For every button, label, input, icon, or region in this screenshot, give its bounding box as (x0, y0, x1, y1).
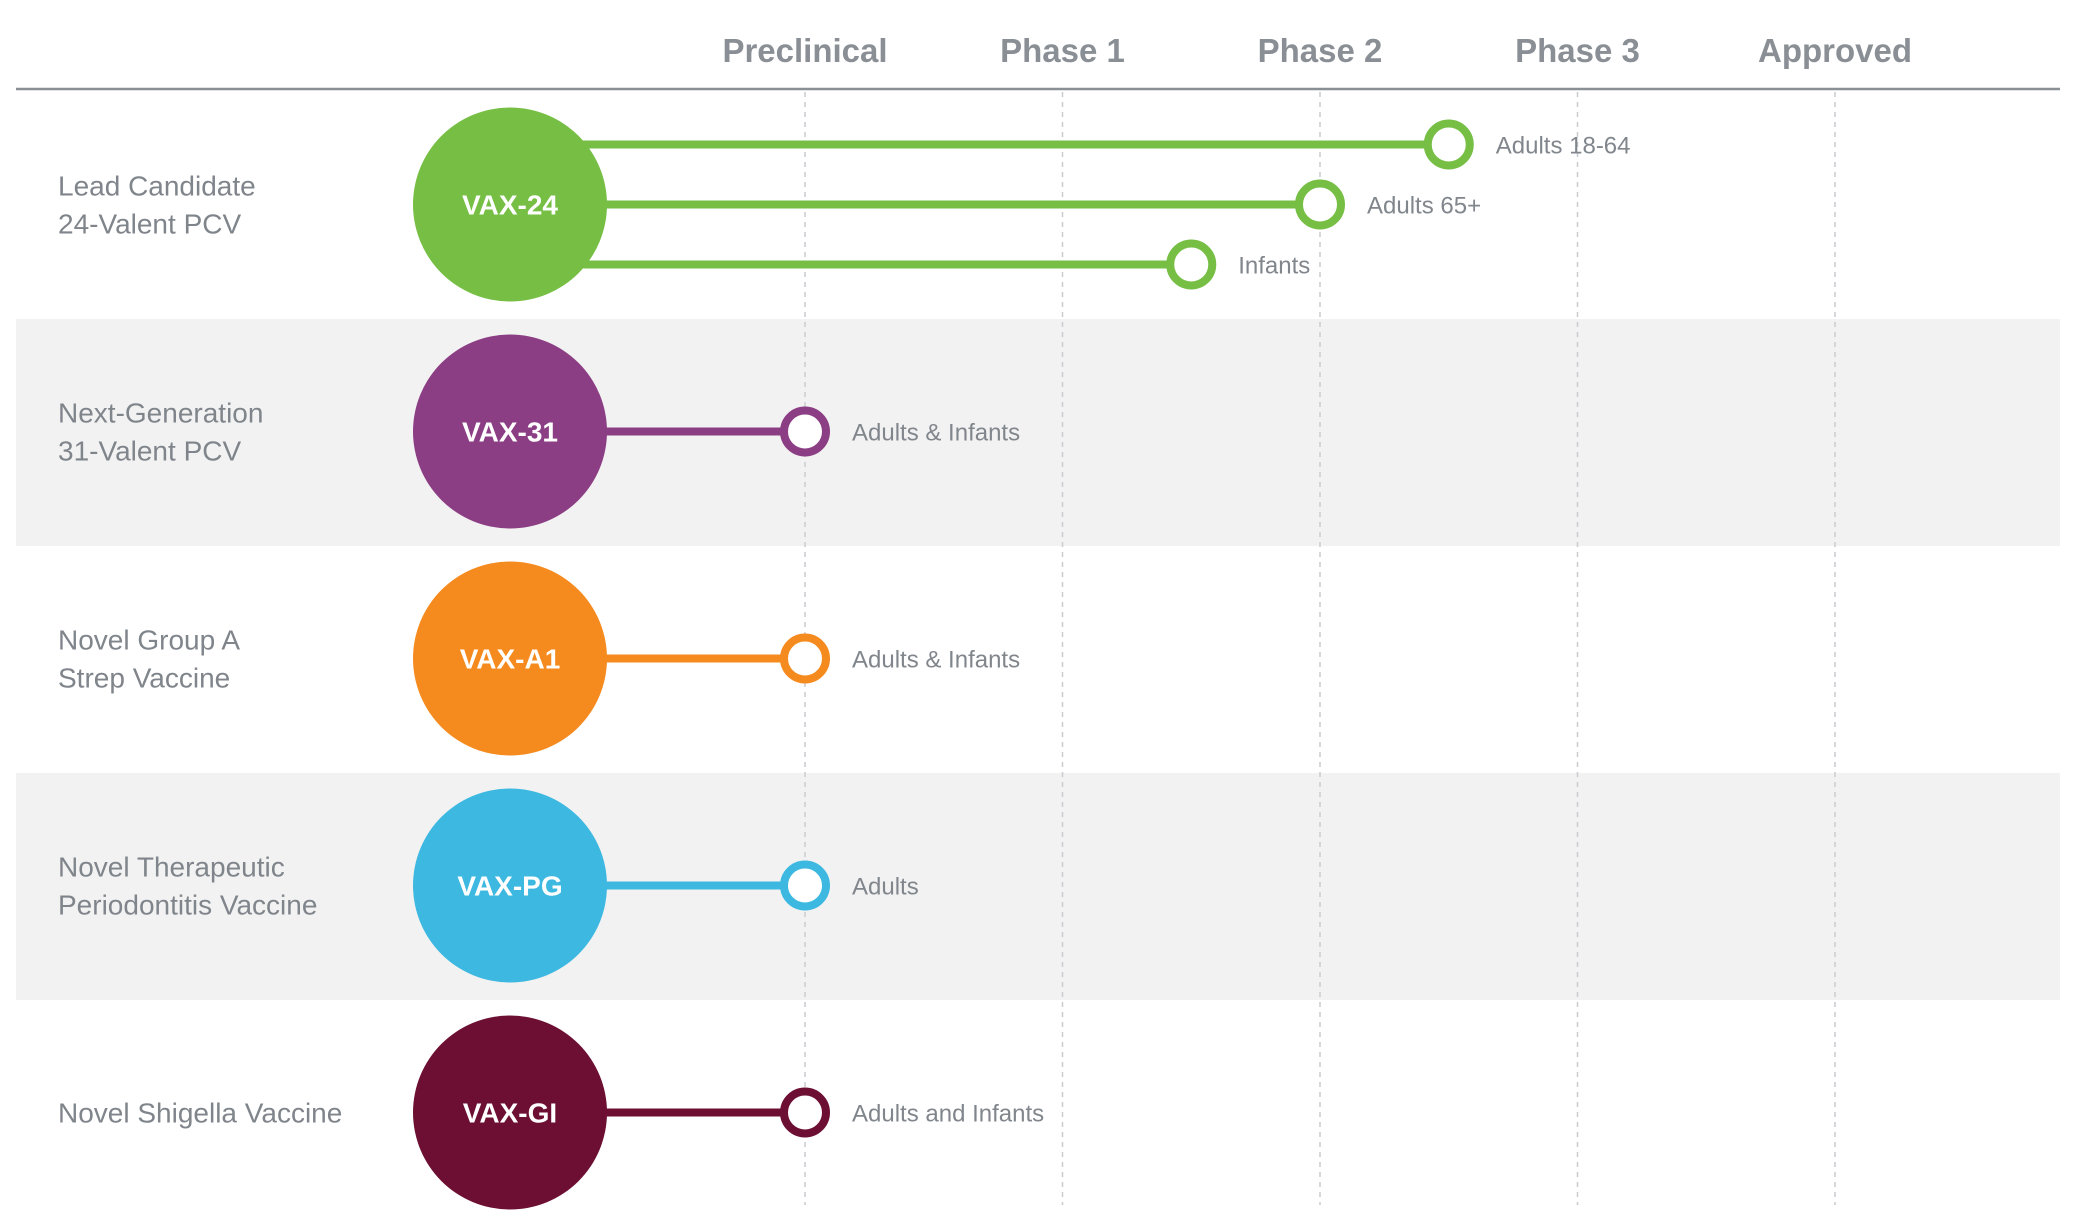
program-circle (413, 334, 607, 529)
progress-marker (780, 860, 830, 911)
row-bands (16, 319, 2060, 1000)
progress-marker (1166, 239, 1217, 290)
progress-marker (780, 633, 830, 684)
program-circle (413, 1015, 607, 1210)
phase-headers: Preclinical Phase 1 Phase 2 Phase 3 Approved (722, 32, 1912, 69)
program-name: Novel Therapeutic (58, 852, 285, 883)
program-name: Novel Group A (58, 625, 240, 656)
program-row: Novel Group A Strep Vaccine Adults & Infan… (58, 561, 1020, 756)
program-code: VAX-24 (462, 190, 558, 221)
phase-header: Approved (1758, 32, 1912, 69)
program-row: Next-Generation 31-Valent PCV Adults & Inf… (58, 334, 1020, 529)
program-code: VAX-A1 (460, 644, 561, 675)
program-row: Lead Candidate 24-Valent PCV Adults 18-64A… (58, 107, 1631, 302)
indication-label: Adults & Infants (852, 420, 1020, 447)
phase-header: Phase 1 (1000, 32, 1125, 69)
program-name: Novel Shigella Vaccine (58, 1098, 342, 1129)
program-code: VAX-GI (463, 1098, 557, 1129)
program-code: VAX-PG (457, 871, 562, 902)
phase-header: Phase 3 (1515, 32, 1640, 69)
program-code: VAX-31 (462, 417, 558, 448)
program-circle (413, 788, 607, 983)
program-circle (413, 561, 607, 756)
program-name: Periodontitis Vaccine (58, 890, 317, 921)
row-band (16, 319, 2060, 546)
progress-marker (1423, 119, 1474, 170)
program-name: 31-Valent PCV (58, 436, 241, 467)
program-rows: Lead Candidate 24-Valent PCV Adults 18-64A… (58, 107, 1631, 1210)
program-name: Lead Candidate (58, 171, 256, 202)
phase-header: Preclinical (722, 32, 887, 69)
program-name: Next-Generation (58, 398, 263, 429)
indication-label: Adults & Infants (852, 647, 1020, 674)
indication-label: Adults 18-64 (1496, 133, 1631, 160)
indication-label: Adults (852, 874, 919, 901)
row-band (16, 773, 2060, 1000)
indication-label: Adults 65+ (1367, 193, 1481, 220)
progress-marker (780, 406, 830, 457)
indication-label: Infants (1238, 253, 1310, 280)
program-row: Novel Shigella Vaccine Adults and Infants… (58, 1015, 1044, 1210)
progress-marker (780, 1087, 830, 1138)
program-name: Strep Vaccine (58, 663, 230, 694)
phase-header: Phase 2 (1258, 32, 1383, 69)
program-circle (413, 107, 607, 302)
progress-marker (1295, 179, 1345, 230)
program-name: 24-Valent PCV (58, 209, 241, 240)
indication-label: Adults and Infants (852, 1101, 1044, 1128)
